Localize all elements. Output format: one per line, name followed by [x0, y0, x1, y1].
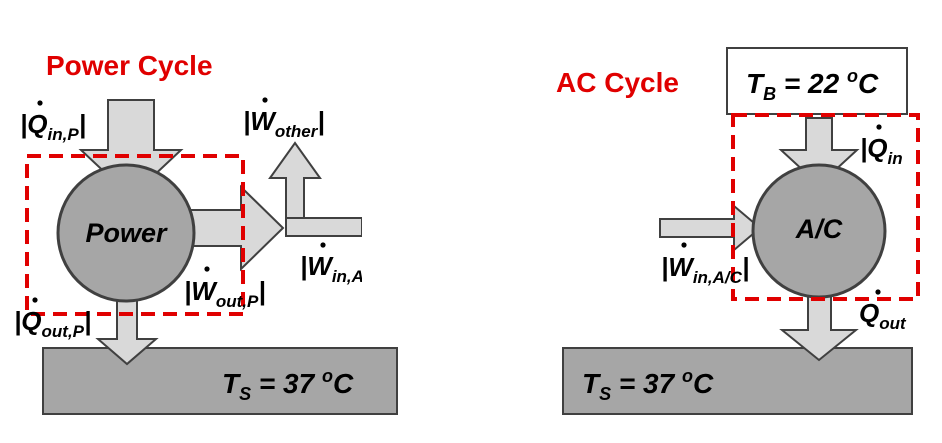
power-work-in-ac-label: |Win,A	[300, 242, 364, 286]
ac-heat-out-label: Qout	[859, 289, 907, 333]
power-sink-temperature: TS = 37 oC	[222, 366, 354, 404]
power-panel-crop-mask	[362, 200, 402, 300]
svg-text:|Wother|: |Wother|	[243, 106, 325, 141]
power-heat-out-arrow	[95, 299, 159, 366]
ac-heat-in-label: |Qin	[860, 124, 903, 168]
ac-sink-reservoir	[562, 347, 913, 415]
power-cycle-title: Power Cycle	[46, 50, 213, 81]
ac-cycle-title: AC Cycle	[556, 67, 679, 98]
power-control-volume	[25, 154, 245, 316]
ac-source-temperature: TB = 22 oC	[746, 66, 879, 104]
power-work-pipe	[285, 217, 363, 237]
power-work-other-label: |Wother|	[243, 97, 325, 141]
svg-text:|Qout,P|: |Qout,P|	[14, 306, 91, 341]
svg-text:|Wout,P|: |Wout,P|	[184, 276, 266, 311]
svg-text:|Qin,P|: |Qin,P|	[20, 109, 86, 144]
power-heat-in-label: |Qin,P|	[20, 100, 86, 144]
svg-text:|Qin: |Qin	[860, 133, 903, 168]
power-work-out-label: |Wout,P|	[184, 266, 266, 311]
power-engine-circle	[56, 163, 196, 303]
power-work-out-arrow	[189, 184, 285, 272]
ac-sink-temperature: TS = 37 oC	[582, 366, 714, 404]
power-work-other-arrow	[268, 141, 322, 219]
svg-text:|Win,A/C|: |Win,A/C|	[661, 252, 749, 287]
ac-control-volume	[731, 113, 920, 301]
svg-text:|Win,A: |Win,A	[300, 251, 364, 286]
power-sink-reservoir	[42, 347, 398, 415]
power-engine-label: Power	[85, 218, 168, 248]
svg-text:Qout: Qout	[859, 298, 907, 333]
ac-work-in-arrow	[659, 203, 762, 253]
ac-source-reservoir	[726, 47, 908, 115]
ac-engine-label: A/C	[795, 214, 843, 244]
